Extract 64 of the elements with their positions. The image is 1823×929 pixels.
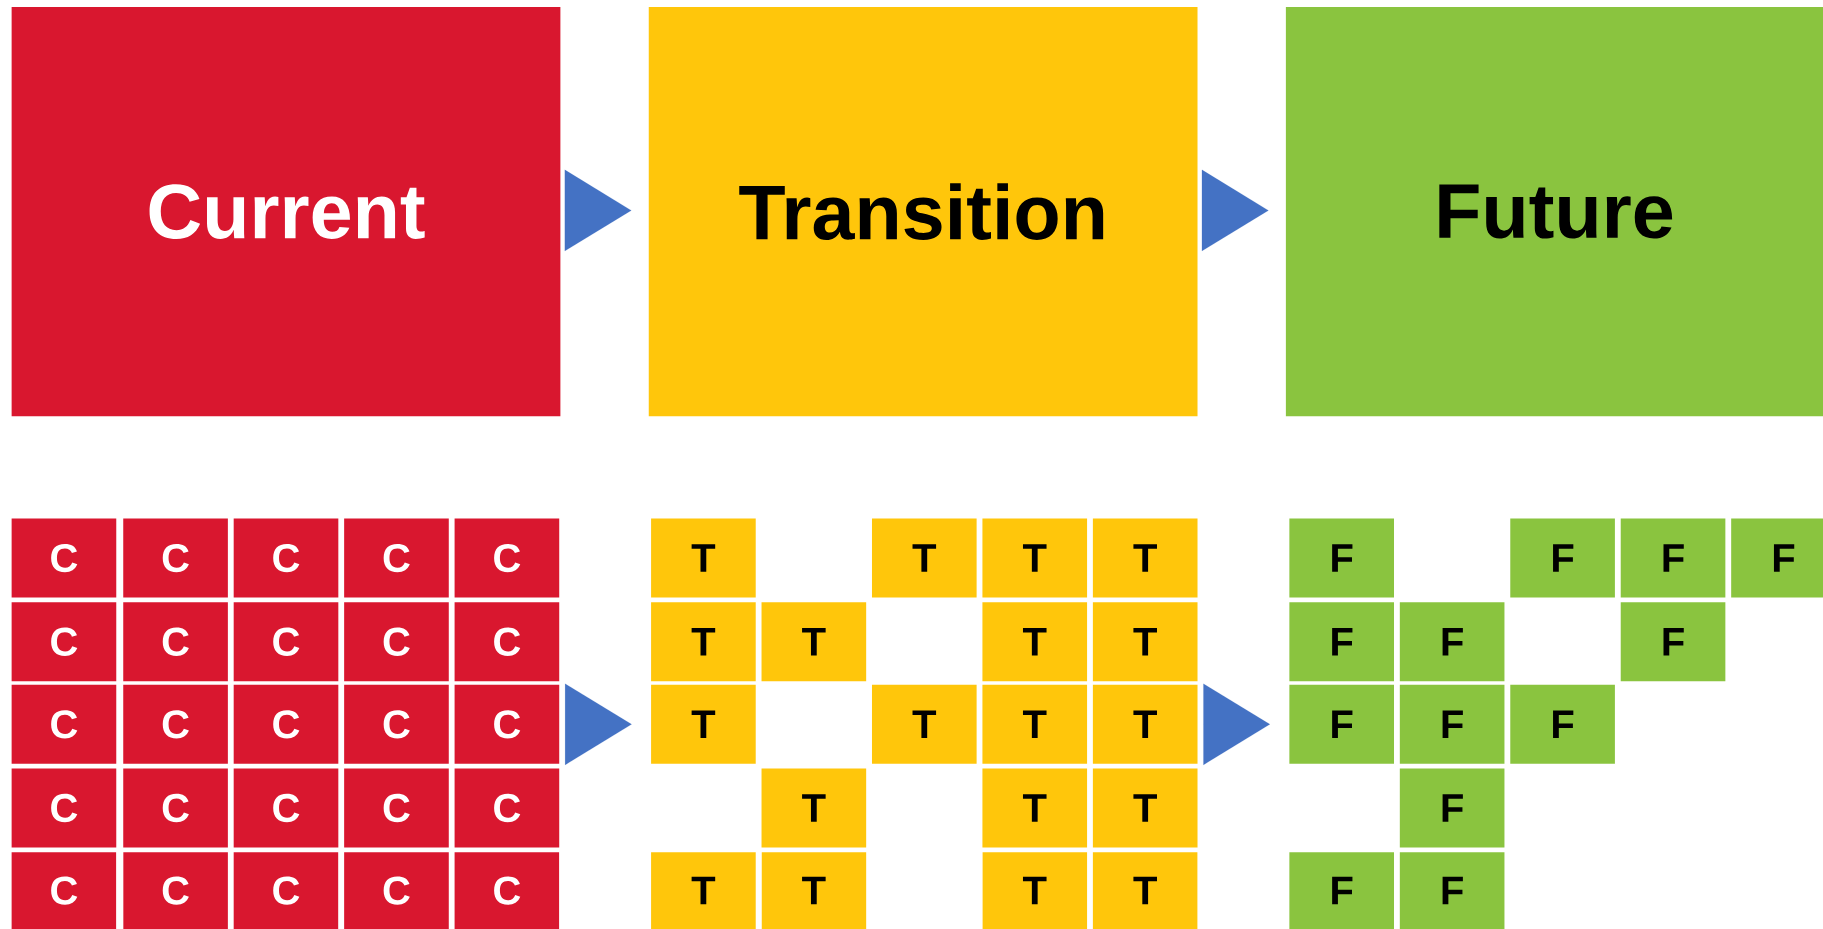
cell-box: C [233, 768, 339, 848]
cell-box: F [1510, 518, 1615, 598]
arrow [564, 169, 632, 252]
cell-box: F [1399, 768, 1505, 848]
cell-box: F [1399, 852, 1505, 929]
cell-box: C [123, 684, 228, 764]
cell-box: C [344, 852, 449, 929]
arrow [1201, 169, 1269, 252]
cell-box: C [454, 768, 560, 848]
cell-box: F [1289, 602, 1394, 682]
cell-box: T [651, 602, 756, 682]
cell-box: C [123, 602, 228, 682]
cell-box: C [344, 518, 449, 598]
cell-box: T [1092, 684, 1198, 764]
cell-box: F [1289, 518, 1394, 598]
cell-box: T [982, 518, 1088, 598]
cell-box: C [454, 684, 560, 764]
stage-box: Future [1285, 7, 1823, 417]
cell-box: T [651, 518, 756, 598]
cell-box: T [982, 852, 1088, 929]
cell-box: T [761, 852, 867, 929]
cell-box: C [11, 684, 117, 764]
cell-box: C [233, 684, 339, 764]
cell-box: T [872, 684, 977, 764]
cell-box: C [454, 852, 560, 929]
cell-box: T [872, 518, 977, 598]
cell-box: C [233, 518, 339, 598]
cell-box: C [454, 602, 560, 682]
cell-box: T [982, 684, 1088, 764]
cell-box: C [233, 852, 339, 929]
cell-box: C [454, 518, 560, 598]
cell-box: F [1399, 684, 1505, 764]
cell-box: T [1092, 518, 1198, 598]
stage-box: Current [11, 7, 561, 417]
cell-box: C [11, 518, 117, 598]
cell-box: F [1399, 602, 1505, 682]
cell-box: C [11, 602, 117, 682]
cell-box: C [344, 768, 449, 848]
cell-box: C [233, 602, 339, 682]
cell-box: C [344, 602, 449, 682]
cell-box: F [1510, 684, 1615, 764]
cell-box: T [651, 852, 756, 929]
cell-box: F [1620, 602, 1726, 682]
cell-box: T [761, 602, 867, 682]
cell-box: C [344, 684, 449, 764]
cell-box: C [123, 518, 228, 598]
cell-box: F [1620, 518, 1726, 598]
cell-box: F [1289, 684, 1394, 764]
arrow [1203, 683, 1270, 765]
stage-box: Transition [648, 7, 1198, 417]
cell-box: T [1092, 852, 1198, 929]
cell-box: C [11, 768, 117, 848]
cell-box: F [1731, 518, 1823, 598]
cell-box: T [761, 768, 867, 848]
cell-box: C [123, 852, 228, 929]
cell-box: T [1092, 602, 1198, 682]
arrow [565, 683, 632, 765]
cell-box: C [11, 852, 117, 929]
cell-box: F [1289, 852, 1394, 929]
cell-box: T [982, 602, 1088, 682]
cell-box: C [123, 768, 228, 848]
cell-box: T [982, 768, 1088, 848]
cell-box: T [651, 684, 756, 764]
cell-box: T [1092, 768, 1198, 848]
